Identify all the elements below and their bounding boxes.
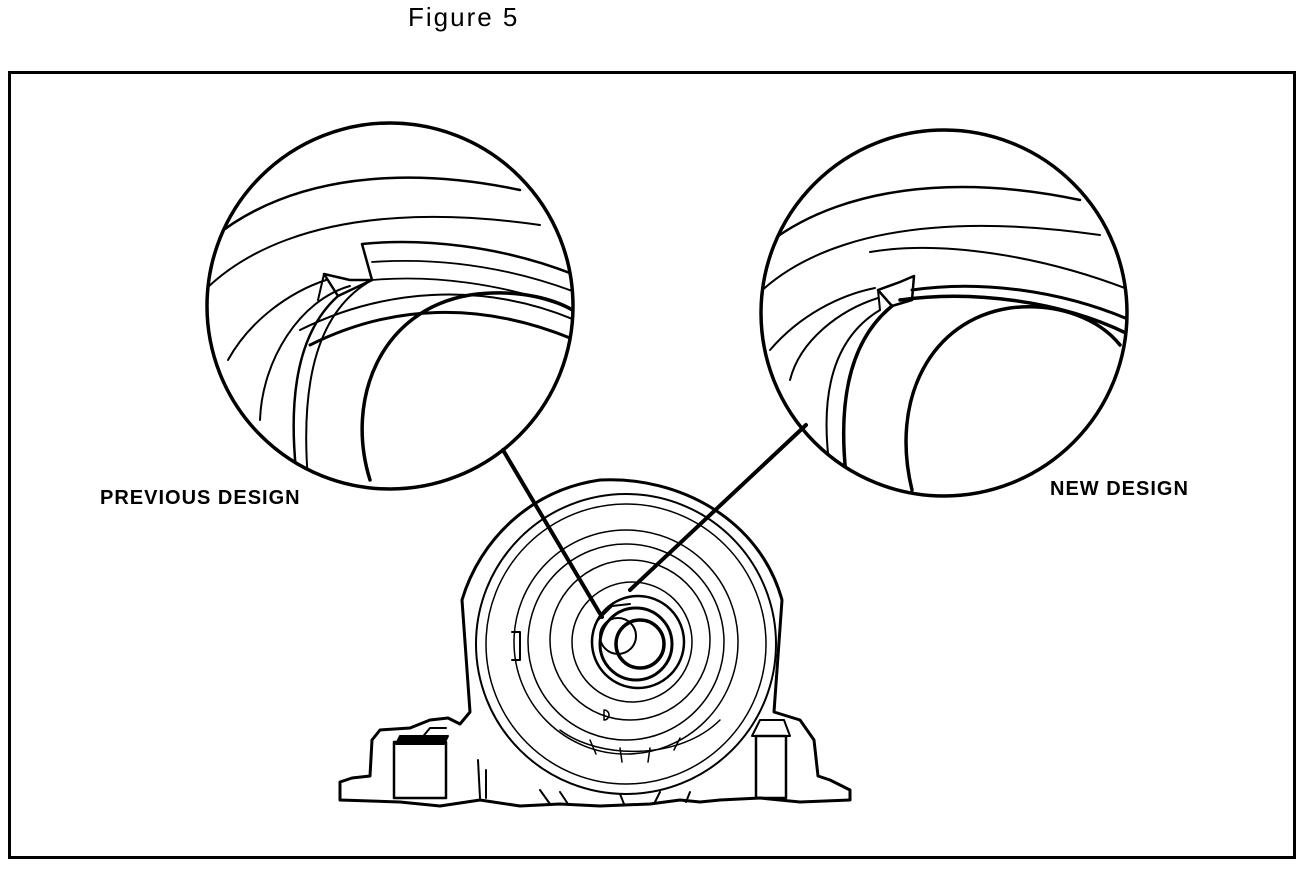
pump-housing [338, 478, 852, 808]
leader-line-new [628, 423, 808, 592]
new-design-label: NEW DESIGN [1050, 478, 1189, 500]
leader-line-previous [501, 448, 604, 619]
detail-circle-new [759, 128, 1129, 498]
figure-frame [8, 71, 1296, 859]
detail-circle-previous [205, 121, 575, 491]
previous-design-label: PREVIOUS DESIGN [100, 487, 301, 509]
figure-title: Figure 5 [408, 2, 520, 32]
